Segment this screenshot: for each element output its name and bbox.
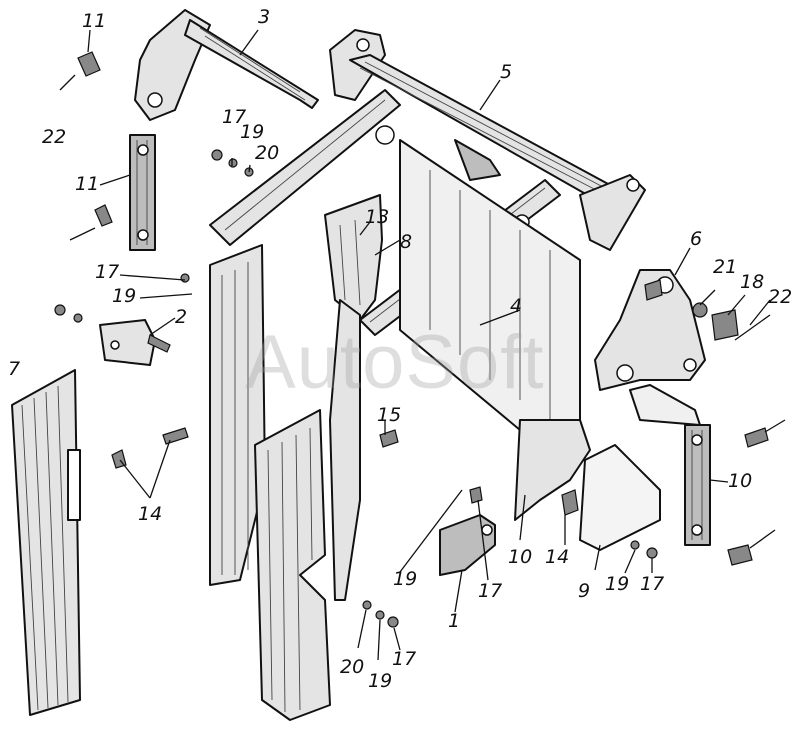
callout-19-right: 19	[605, 573, 630, 595]
callout-7: 8	[400, 231, 413, 253]
part-2-bracket	[99, 319, 171, 366]
callout-20-bottom: 20	[340, 656, 365, 678]
callout-17-bottom: 17	[392, 648, 417, 670]
callout-10: 10	[508, 546, 533, 568]
callout-11-left: 11	[75, 173, 100, 195]
left-inner-panel	[209, 244, 266, 586]
front-long-panel	[254, 409, 331, 721]
callout-9: 9	[578, 580, 591, 602]
callout-3: 3	[258, 6, 271, 28]
hardware	[54, 51, 786, 628]
callout-15: 15	[377, 404, 402, 426]
callout-13: 14	[545, 546, 570, 568]
callout-14-top: 13	[365, 206, 390, 228]
callout-17-center: 17	[478, 580, 503, 602]
part-9-bracket	[579, 444, 661, 551]
callout-19-top: 19	[240, 121, 265, 143]
callout-4: 4	[510, 295, 523, 317]
part-11-right-slide	[684, 424, 711, 546]
callout-6: 6	[690, 228, 703, 250]
part-10-plate	[514, 419, 591, 521]
callout-19-center: 19	[393, 568, 418, 590]
callout-17-left: 17	[95, 261, 120, 283]
leader-lines	[87, 29, 771, 661]
callout-5: 5	[500, 61, 513, 83]
callout-2: 2	[175, 306, 188, 328]
part-11-left-slide	[129, 134, 156, 251]
callout-17-top: 17	[222, 106, 247, 128]
callout-19-left: 19	[112, 285, 137, 307]
part-3-shaft-lever	[134, 9, 319, 121]
part-5-cross-tube	[329, 29, 646, 251]
callout-18: 18	[740, 271, 765, 293]
part-4-frame	[209, 89, 581, 431]
callout-17-right: 17	[640, 573, 665, 595]
callout-8: 7	[8, 358, 21, 380]
callout-12: 11	[82, 10, 107, 32]
callout-11-right: 10	[728, 470, 753, 492]
callout-14-left: 14	[138, 503, 163, 525]
part-8-panel	[11, 369, 81, 716]
callout-20-top: 20	[255, 142, 280, 164]
callout-22-right: 22	[768, 286, 793, 308]
watermark: AutoSoft	[245, 320, 545, 405]
callout-22-left: 22	[42, 126, 67, 148]
callout-19-bottom: 19	[368, 670, 393, 692]
callout-1: 1	[448, 610, 461, 632]
callout-21: 21	[713, 256, 738, 278]
part-7-strap	[324, 194, 383, 601]
